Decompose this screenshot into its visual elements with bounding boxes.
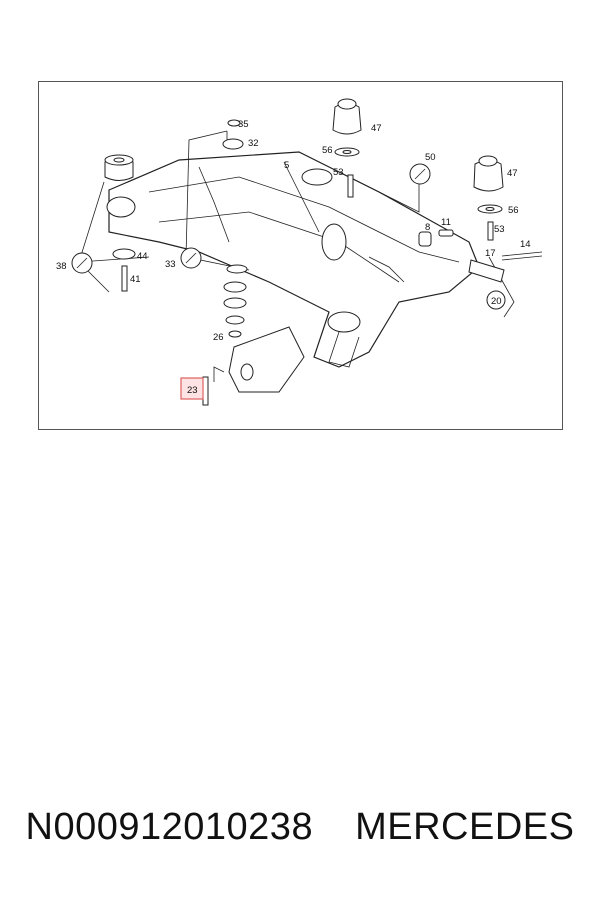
bolts xyxy=(121,174,543,406)
callout-label: 5 xyxy=(284,160,289,171)
left-mount-bushing xyxy=(104,154,134,181)
wrench-icon-33 xyxy=(180,247,202,269)
callout-label: 20 xyxy=(491,296,502,307)
callout-label: 53 xyxy=(333,167,344,178)
differential-mount xyxy=(228,326,305,393)
washer-stack xyxy=(112,119,248,338)
link-part xyxy=(468,259,506,310)
callout-label: 44 xyxy=(137,251,148,262)
rear-mount-bushing-right xyxy=(473,155,504,214)
callout-label: 33 xyxy=(165,259,176,270)
subframe-exploded-view: 35 32 5 47 56 53 50 47 56 38 44 41 33 8 … xyxy=(56,98,543,406)
rear-mount-bushing-top xyxy=(332,98,362,157)
callout-label: 26 xyxy=(213,332,224,343)
callout-label: 53 xyxy=(494,224,505,235)
parts-diagram: 35 32 5 47 56 53 50 47 56 38 44 41 33 8 … xyxy=(38,81,563,430)
callout-label: 38 xyxy=(56,261,67,272)
brand-name: MERCEDES xyxy=(355,806,575,848)
callout-label: 14 xyxy=(520,239,531,250)
callout-label: 11 xyxy=(441,217,451,228)
callout-labels: 35 32 5 47 56 53 50 47 56 38 44 41 33 8 … xyxy=(56,119,531,396)
callout-label: 56 xyxy=(508,205,519,216)
callout-label: 8 xyxy=(425,222,430,233)
callout-label: 56 xyxy=(322,145,333,156)
callout-label: 23 xyxy=(187,385,198,396)
part-number: N000912010238 xyxy=(25,806,314,848)
part-caption: N000912010238 MERCEDES xyxy=(0,806,600,856)
highlight-box xyxy=(180,377,204,400)
callout-label: 41 xyxy=(130,274,141,285)
callout-label: 47 xyxy=(371,123,382,134)
bracket-parts xyxy=(418,229,454,247)
callout-label: 47 xyxy=(507,168,518,179)
callout-label: 32 xyxy=(248,138,259,149)
wrench-icon-38 xyxy=(71,252,93,274)
callout-label: 50 xyxy=(425,152,436,163)
wrench-icon-50 xyxy=(409,163,431,185)
callout-label: 35 xyxy=(238,119,249,130)
subframe xyxy=(106,151,480,368)
callout-label: 17 xyxy=(485,248,496,259)
